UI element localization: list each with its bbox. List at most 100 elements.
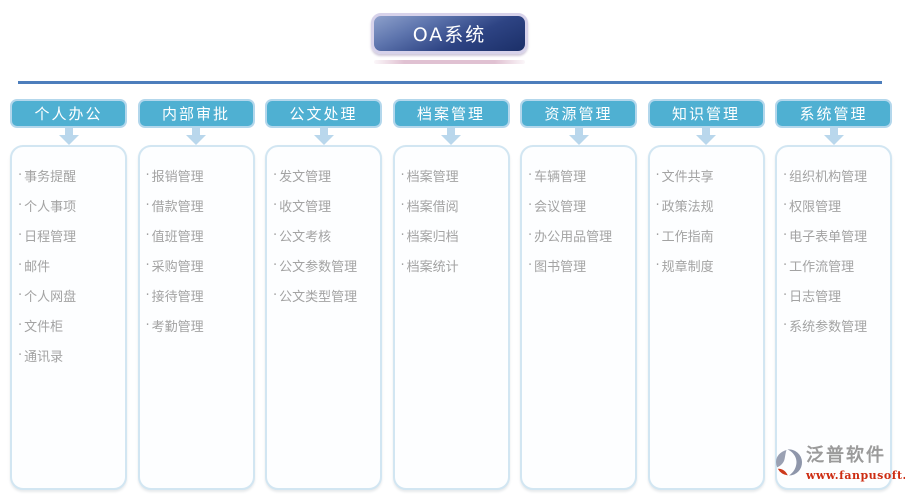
menu-item-label: 发文管理: [279, 169, 332, 185]
menu-item-label: 公文参数管理: [279, 259, 358, 275]
menu-item-label: 通讯录: [24, 349, 64, 365]
category-body: ·档案管理·档案借阅·档案归档·档案统计: [392, 145, 510, 490]
menu-item[interactable]: ·电子表单管理: [783, 220, 890, 250]
menu-item[interactable]: ·车辆管理: [528, 160, 635, 190]
menu-item-label: 政策法规: [661, 199, 714, 215]
bullet: ·: [400, 167, 405, 183]
bullet: ·: [273, 197, 278, 213]
bullet: ·: [783, 317, 788, 333]
menu-item-label: 车辆管理: [534, 169, 587, 185]
menu-item[interactable]: ·办公用品管理: [528, 220, 635, 250]
menu-item[interactable]: ·档案统计: [401, 250, 508, 280]
menu-item[interactable]: ·公文考核: [273, 220, 380, 250]
category-column: 个人办公 ·事务提醒·个人事项·日程管理·邮件·个人网盘·文件柜·通讯录: [10, 99, 127, 490]
category-body: ·组织机构管理·权限管理·电子表单管理·工作流管理·日志管理·系统参数管理: [775, 145, 892, 490]
menu-item[interactable]: ·发文管理: [273, 160, 380, 190]
menu-item-label: 报销管理: [151, 169, 204, 185]
category-header[interactable]: 知识管理: [647, 99, 765, 128]
menu-item[interactable]: ·值班管理: [146, 220, 253, 250]
category-header[interactable]: 资源管理: [520, 99, 637, 128]
bullet: ·: [783, 227, 788, 243]
menu-item[interactable]: ·档案借阅: [401, 190, 508, 220]
menu-item[interactable]: ·组织机构管理: [783, 160, 890, 190]
menu-item[interactable]: ·图书管理: [528, 250, 635, 280]
category-header[interactable]: 系统管理: [775, 99, 892, 128]
bullet: ·: [273, 227, 278, 243]
menu-item[interactable]: ·会议管理: [528, 190, 635, 220]
menu-item[interactable]: ·公文类型管理: [273, 280, 380, 310]
menu-item-label: 工作流管理: [789, 259, 855, 275]
page-title: OA系统: [371, 13, 528, 54]
menu-item-label: 公文考核: [279, 229, 332, 245]
category-header[interactable]: 个人办公: [10, 99, 127, 128]
menu-item-label: 系统参数管理: [789, 319, 868, 335]
menu-item[interactable]: ·工作指南: [656, 220, 763, 250]
category-body: ·事务提醒·个人事项·日程管理·邮件·个人网盘·文件柜·通讯录: [10, 145, 127, 490]
menu-item[interactable]: ·日程管理: [18, 220, 125, 250]
menu-item-label: 考勤管理: [151, 319, 204, 335]
menu-item[interactable]: ·通讯录: [18, 340, 125, 370]
menu-item-label: 档案借阅: [406, 199, 459, 215]
category-column: 内部审批 ·报销管理·借款管理·值班管理·采购管理·接待管理·考勤管理: [137, 99, 255, 490]
menu-item[interactable]: ·邮件: [18, 250, 125, 280]
category-header[interactable]: 内部审批: [137, 99, 255, 128]
bullet: ·: [655, 167, 660, 183]
category-column: 公文处理 ·发文管理·收文管理·公文考核·公文参数管理·公文类型管理: [265, 99, 382, 490]
bullet: ·: [655, 257, 660, 273]
bullet: ·: [18, 287, 23, 303]
menu-item[interactable]: ·收文管理: [273, 190, 380, 220]
menu-item[interactable]: ·政策法规: [656, 190, 763, 220]
bullet: ·: [528, 227, 533, 243]
bullet: ·: [18, 257, 23, 273]
bullet: ·: [145, 227, 150, 243]
menu-item[interactable]: ·个人事项: [18, 190, 125, 220]
bullet: ·: [145, 317, 150, 333]
category-column: 档案管理 ·档案管理·档案借阅·档案归档·档案统计: [392, 99, 510, 490]
category-header[interactable]: 档案管理: [392, 99, 510, 128]
bullet: ·: [145, 167, 150, 183]
menu-item-label: 档案归档: [406, 229, 459, 245]
arrow-down-icon: [58, 128, 79, 145]
menu-item[interactable]: ·个人网盘: [18, 280, 125, 310]
menu-item[interactable]: ·文件共享: [656, 160, 763, 190]
menu-item-label: 接待管理: [151, 289, 204, 305]
bullet: ·: [783, 287, 788, 303]
arrow-down-icon: [823, 128, 844, 145]
arrow-down-icon: [441, 128, 461, 145]
menu-item-label: 值班管理: [151, 229, 204, 245]
menu-item[interactable]: ·档案管理: [401, 160, 508, 190]
bullet: ·: [273, 167, 278, 183]
menu-item[interactable]: ·日志管理: [783, 280, 890, 310]
bullet: ·: [400, 257, 405, 273]
bullet: ·: [655, 197, 660, 213]
divider-line: [18, 81, 882, 84]
menu-item[interactable]: ·接待管理: [146, 280, 253, 310]
menu-item[interactable]: ·考勤管理: [146, 310, 253, 340]
menu-item[interactable]: ·报销管理: [146, 160, 253, 190]
category-body: ·车辆管理·会议管理·办公用品管理·图书管理: [520, 145, 637, 490]
menu-item[interactable]: ·借款管理: [146, 190, 253, 220]
columns: 个人办公 ·事务提醒·个人事项·日程管理·邮件·个人网盘·文件柜·通讯录 内部审…: [10, 99, 895, 490]
menu-item[interactable]: ·文件柜: [18, 310, 125, 340]
menu-item[interactable]: ·公文参数管理: [273, 250, 380, 280]
bullet: ·: [145, 287, 150, 303]
menu-item[interactable]: ·规章制度: [656, 250, 763, 280]
arrow-down-icon: [186, 128, 206, 145]
menu-item-label: 借款管理: [151, 199, 204, 215]
menu-item[interactable]: ·档案归档: [401, 220, 508, 250]
menu-item[interactable]: ·采购管理: [146, 250, 253, 280]
category-header[interactable]: 公文处理: [265, 99, 382, 128]
bullet: ·: [528, 167, 533, 183]
menu-item[interactable]: ·工作流管理: [783, 250, 890, 280]
watermark-url[interactable]: www.fanpusoft.com: [806, 469, 905, 482]
bullet: ·: [655, 227, 660, 243]
watermark-texts: 泛普软件 www.fanpusoft.com: [806, 441, 905, 483]
menu-item[interactable]: ·系统参数管理: [783, 310, 890, 340]
menu-item-label: 采购管理: [151, 259, 204, 275]
menu-item-label: 邮件: [24, 259, 51, 275]
menu-item[interactable]: ·事务提醒: [18, 160, 125, 190]
arrow-down-icon: [313, 128, 334, 145]
menu-item-label: 日程管理: [24, 229, 77, 245]
menu-item[interactable]: ·权限管理: [783, 190, 890, 220]
category-column: 系统管理 ·组织机构管理·权限管理·电子表单管理·工作流管理·日志管理·系统参数…: [775, 99, 892, 490]
